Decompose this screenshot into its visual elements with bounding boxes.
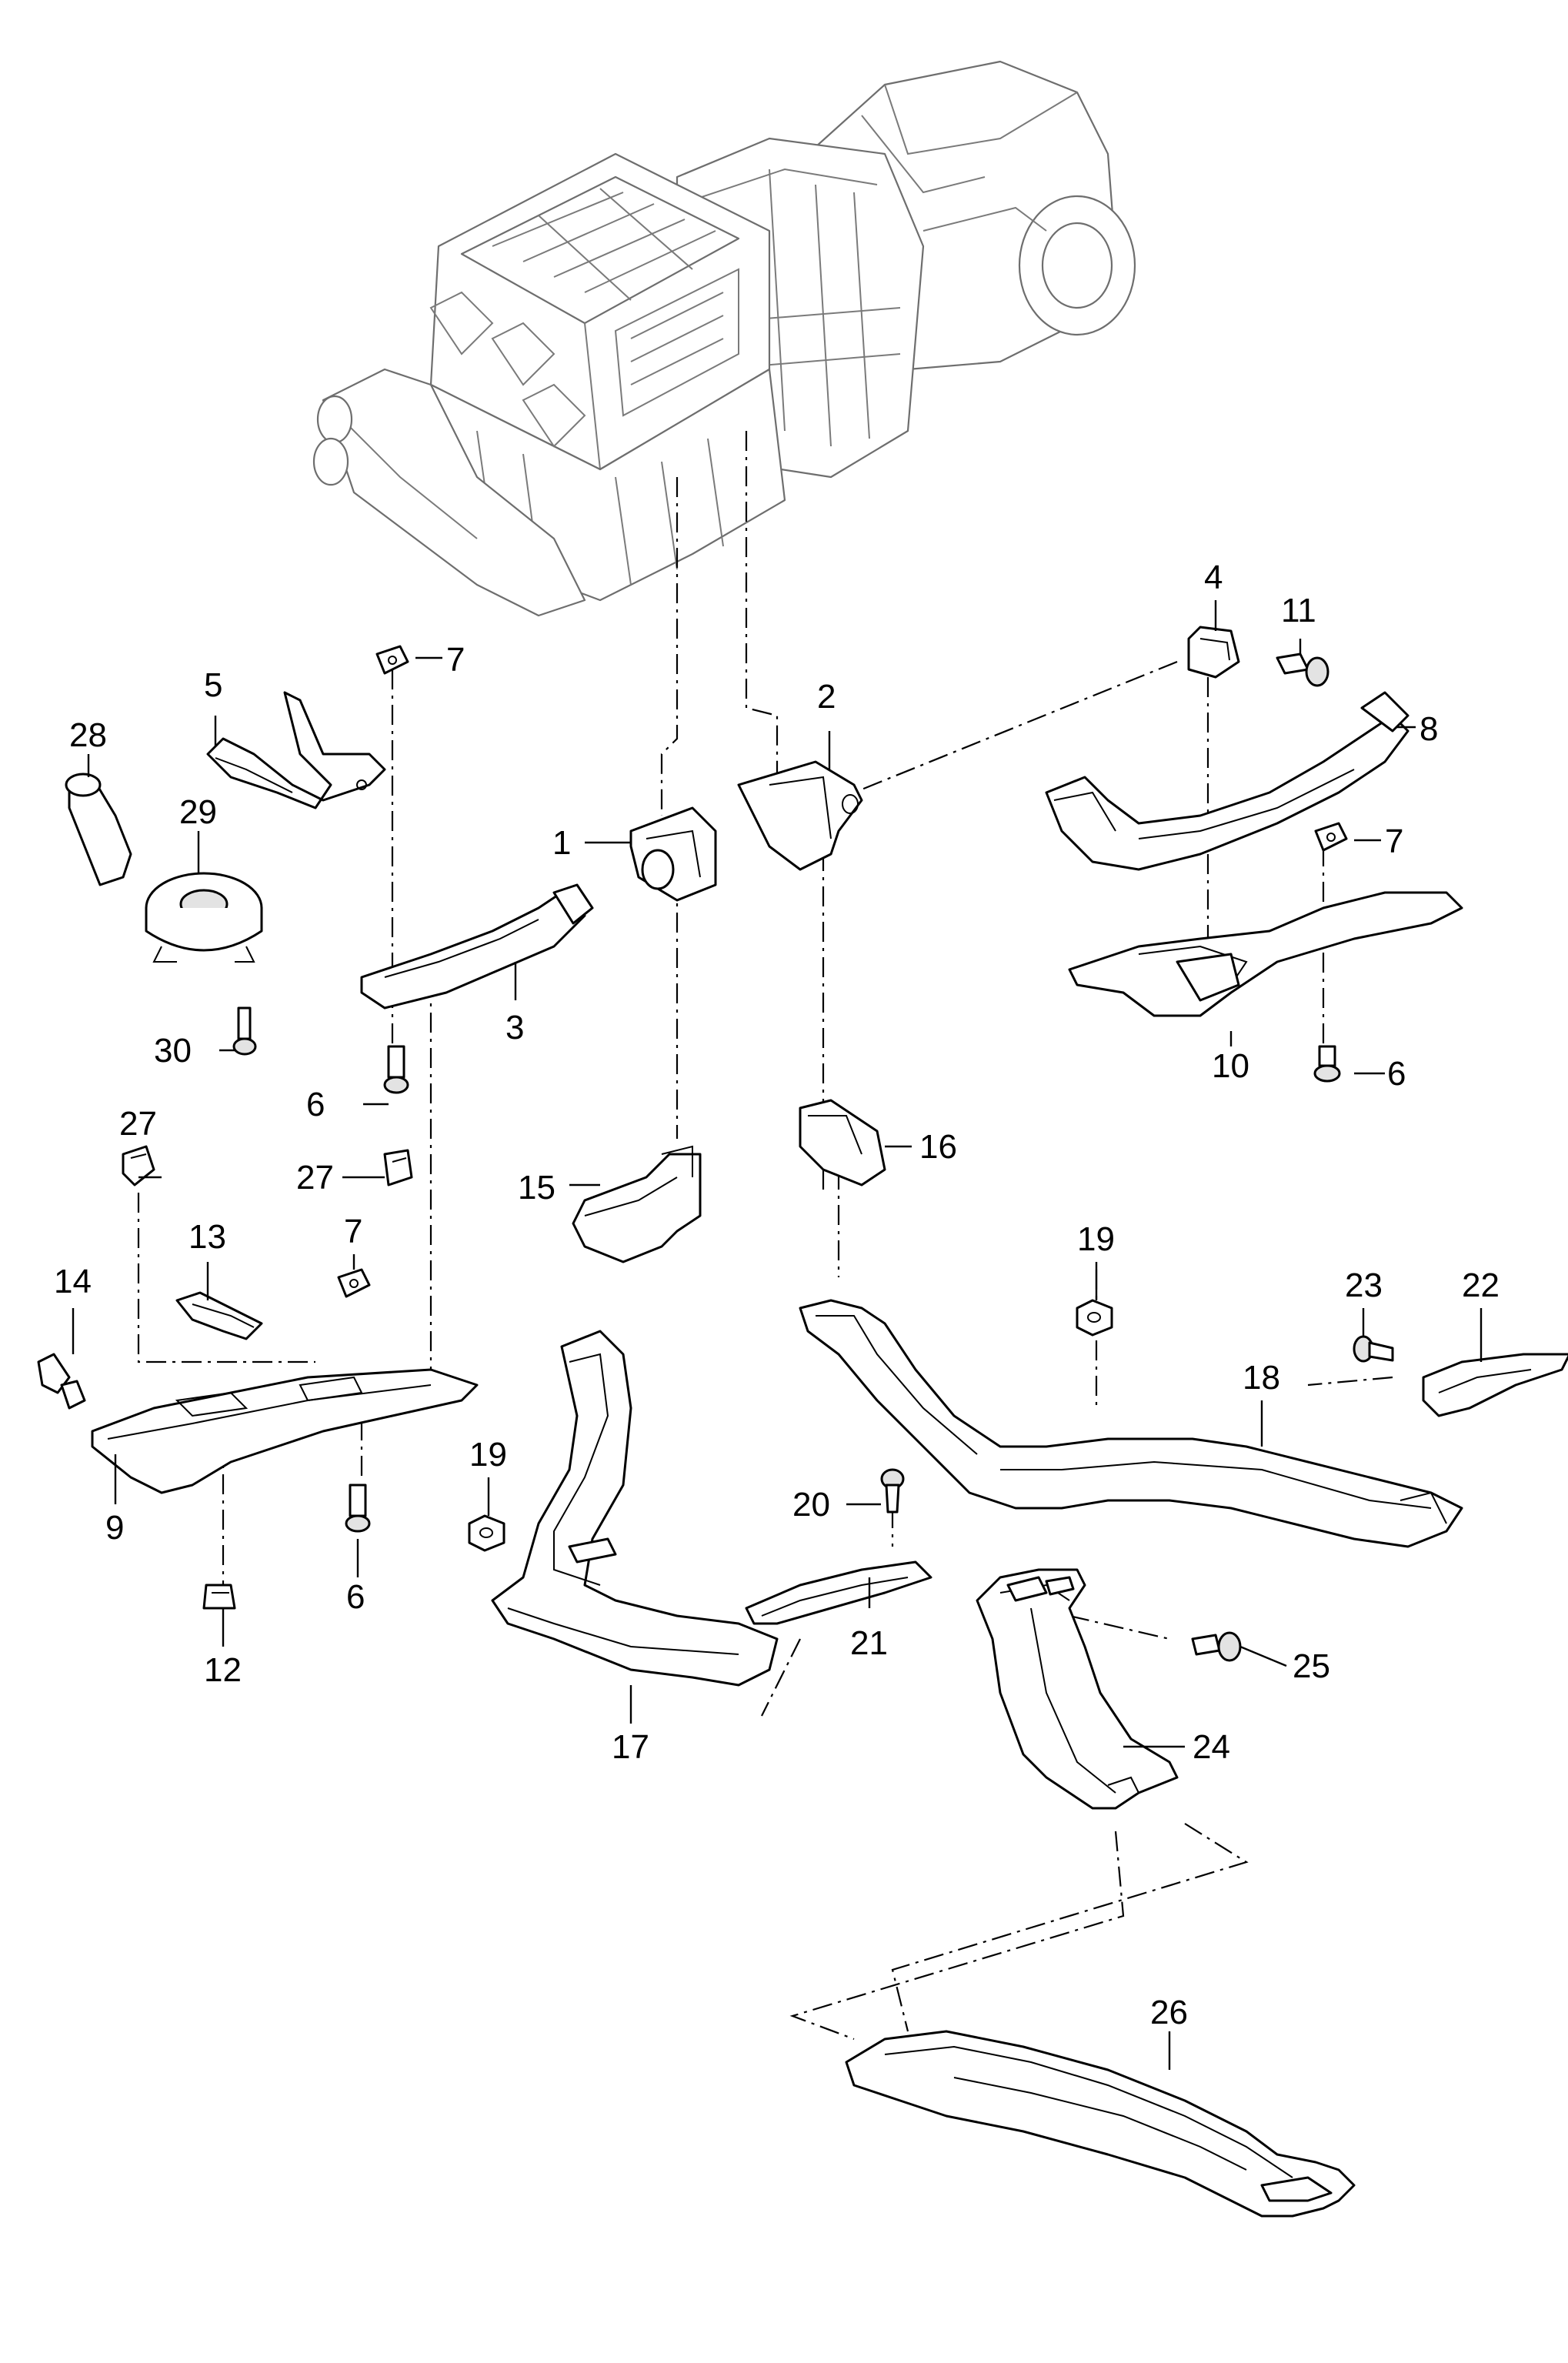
callout-12: 12 [204,1651,242,1689]
callout-11: 11 [1281,592,1316,629]
part-17-air-duct [491,1330,779,1687]
part-19-nut-a [1076,1299,1113,1337]
part-25-screw [1191,1631,1242,1662]
hvac-unit-assembly [312,60,1136,617]
callout-20: 20 [792,1486,830,1524]
callout-labels: 1 2 3 4 5 6 6 6 7 7 7 8 9 10 11 12 13 14… [54,559,1500,2031]
callout-26: 26 [1150,1994,1188,2031]
callout-29: 29 [179,793,217,831]
part-6-screw-b [345,1484,371,1533]
callout-3: 3 [505,1009,524,1046]
part-27-clip-b [383,1149,413,1187]
part-5-bracket [206,691,386,809]
callout-6a: 6 [306,1086,325,1123]
part-12-clip [202,1584,236,1610]
callout-13: 13 [188,1218,226,1256]
part-23-screw [1353,1335,1394,1363]
callout-16: 16 [919,1128,957,1166]
part-6-screw-c [1313,1045,1341,1083]
callout-6b: 6 [346,1578,365,1616]
callout-2: 2 [817,678,836,716]
part-26-air-duct-long [845,2030,1356,2218]
part-8-air-duct [1045,691,1410,871]
part-21-trim-piece [745,1560,932,1625]
part-29-speaker-housing [145,872,263,963]
callout-7c: 7 [1385,823,1403,860]
part-20-screw [880,1468,905,1514]
callout-18: 18 [1243,1359,1280,1397]
assembly-lines [137,431,1393,2041]
part-13-retainer [175,1291,263,1340]
callout-1: 1 [552,824,571,862]
part-7-clip-nut-c [1314,822,1348,852]
callout-17: 17 [612,1728,649,1766]
callout-6c: 6 [1387,1055,1406,1093]
part-27-clip-a [122,1145,155,1187]
callout-19a: 19 [1077,1220,1115,1258]
callout-25: 25 [1293,1647,1330,1685]
callout-23: 23 [1345,1267,1383,1304]
part-16-air-duct-elbow [799,1099,886,1187]
part-18-air-duct [799,1299,1463,1548]
part-7-clip-nut-a [375,645,409,675]
callout-7b: 7 [344,1213,362,1250]
callout-15: 15 [518,1169,555,1207]
callout-28: 28 [69,716,107,754]
callout-7a: 7 [446,641,465,679]
part-2-air-duct-distributor [737,760,863,871]
leader-lines [72,600,1483,2070]
callout-9: 9 [105,1509,124,1547]
part-7-clip-nut-b [337,1268,371,1298]
part-28-air-hose [65,773,132,886]
callout-10: 10 [1212,1047,1249,1085]
part-14-clip [37,1353,86,1410]
callout-27a: 27 [119,1105,157,1143]
part-6-screw-a [383,1045,409,1094]
part-1-air-duct-connector [629,806,717,902]
part-22-trim-piece [1422,1353,1568,1417]
part-3-air-duct [360,883,594,1010]
callout-27b: 27 [296,1159,334,1197]
callout-19b: 19 [469,1436,507,1474]
callout-30: 30 [154,1032,192,1070]
callout-4: 4 [1204,559,1223,596]
callout-5: 5 [204,666,222,704]
part-4-grommet [1187,626,1240,679]
part-24-air-duct [976,1568,1179,1810]
callout-14: 14 [54,1263,92,1300]
part-15-air-duct-elbow [572,1145,702,1263]
callout-24: 24 [1193,1728,1230,1766]
part-30-screw [232,1006,257,1056]
part-19-nut-b [468,1514,505,1552]
part-10-cover [1068,891,1463,1017]
callout-21: 21 [850,1624,888,1662]
callout-8: 8 [1420,710,1438,748]
callout-22: 22 [1462,1267,1500,1304]
part-11-screw [1276,652,1329,687]
part-9-footwell-cover [91,1368,479,1494]
